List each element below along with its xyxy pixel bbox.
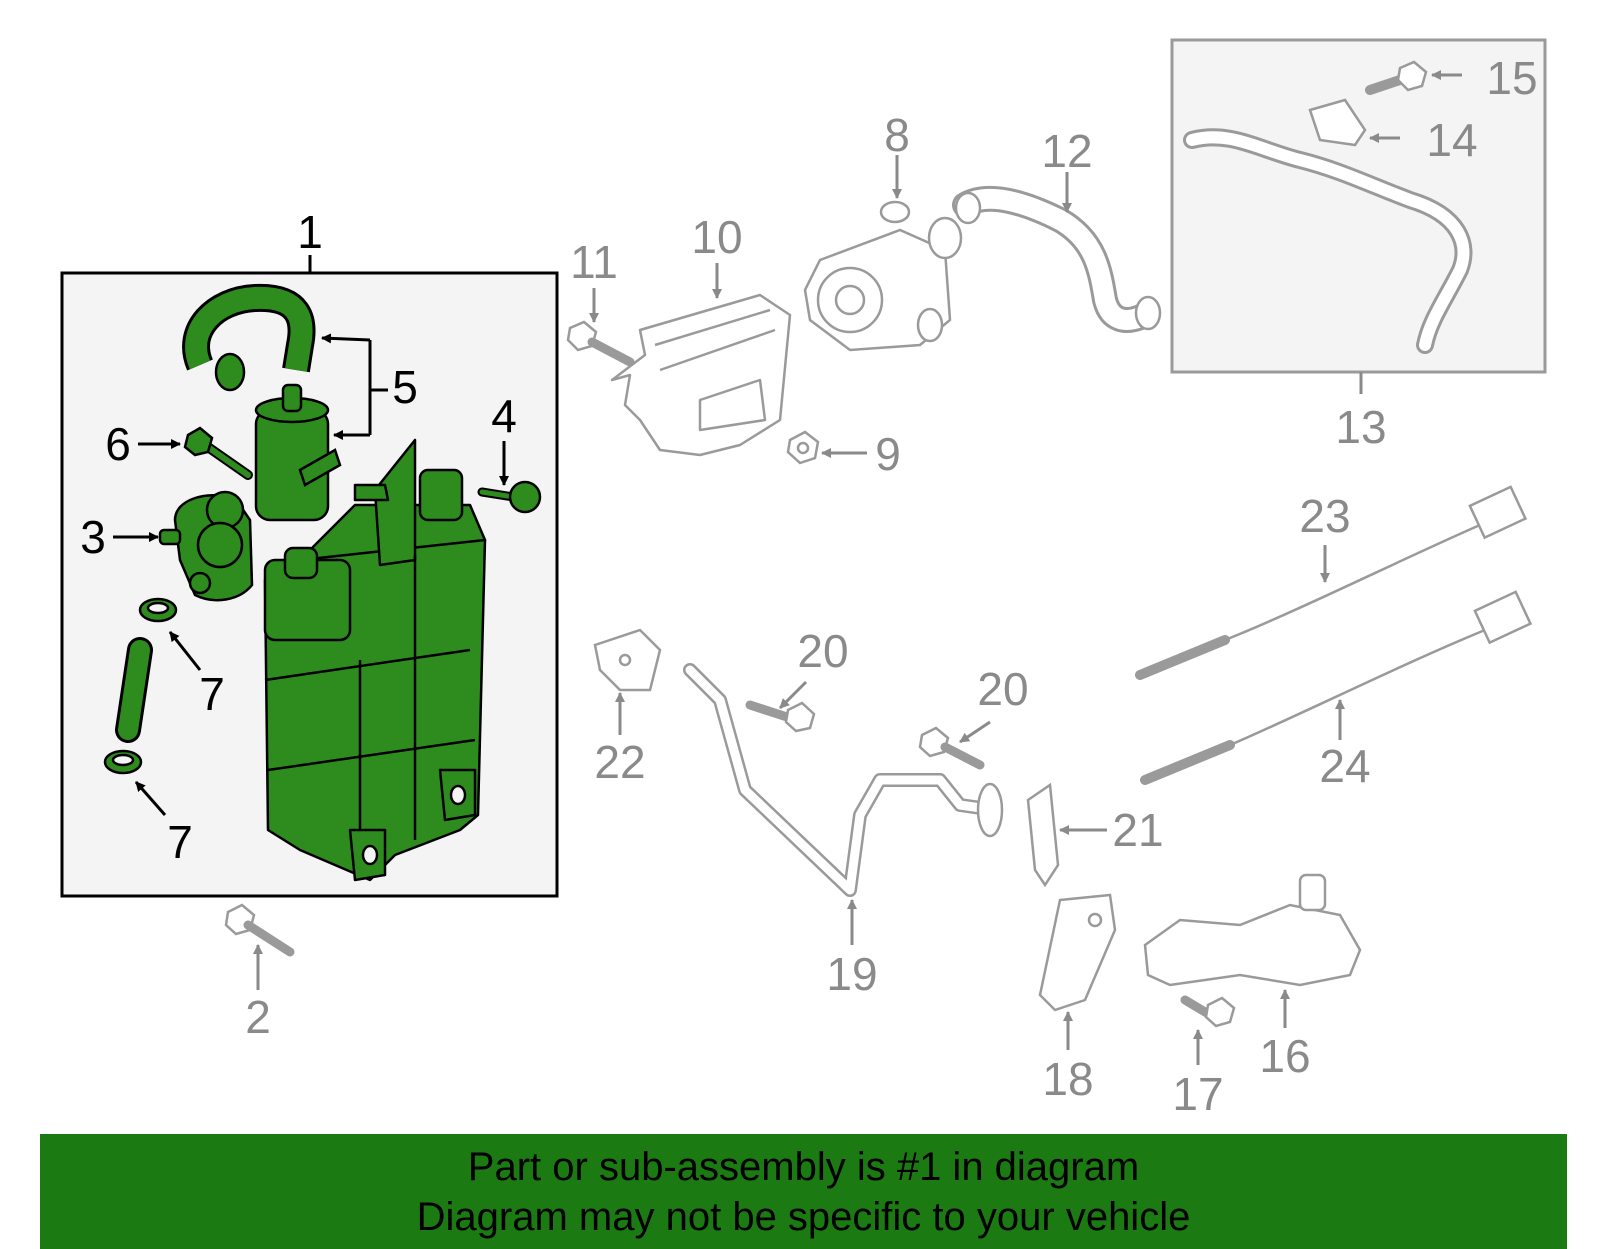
bolt-20-right: [918, 726, 985, 770]
callout-10: 10: [691, 211, 742, 263]
callout-12: 12: [1041, 125, 1092, 177]
gasket-14: [1308, 98, 1367, 147]
bolt-6: [183, 426, 253, 480]
o2-sensor-24: [1140, 590, 1533, 785]
callout-4: 4: [491, 390, 517, 442]
callout-6: 6: [105, 418, 131, 470]
small-hose: [115, 637, 153, 743]
water-pump-8: [803, 200, 963, 352]
hose-clamp-lower: [103, 749, 143, 775]
callout-16: 16: [1259, 1030, 1310, 1082]
callout-11: 11: [570, 236, 618, 288]
gasket-18: [1038, 893, 1117, 1012]
footer-line-1: Part or sub-assembly is #1 in diagram: [467, 1145, 1140, 1189]
callout-5: 5: [392, 361, 418, 413]
egr-cooler-16: [1143, 873, 1362, 987]
callout-3: 3: [80, 511, 106, 563]
bracket-21: [1026, 782, 1060, 888]
callout-14: 14: [1426, 114, 1477, 166]
callout-17: 17: [1172, 1068, 1223, 1120]
nut-9: [786, 430, 820, 465]
callout-2: 2: [245, 991, 271, 1043]
bracket-22: [593, 628, 662, 692]
callout-20-left: 20: [797, 625, 848, 677]
kit-box-13: [1170, 38, 1547, 374]
callout-8: 8: [884, 109, 910, 161]
o2-sensor-23: [1135, 485, 1528, 680]
callout-13: 13: [1335, 401, 1386, 453]
evap-canister: [263, 438, 487, 882]
bolt-17: [1180, 995, 1236, 1028]
bolt-2: [224, 903, 295, 957]
hose-clamp-upper: [138, 597, 178, 623]
bolt-15: [1365, 60, 1428, 95]
vent-filter: [254, 383, 342, 522]
hose-12: [952, 185, 1162, 333]
callout-24: 24: [1319, 740, 1370, 792]
leader-lines-grey: [253, 70, 1462, 1065]
callout-22: 22: [594, 736, 645, 788]
footer-line-2: Diagram may not be specific to your vehi…: [416, 1195, 1191, 1239]
callout-20-right: 20: [977, 663, 1028, 715]
callout-19: 19: [826, 948, 877, 1000]
bolt-4: [477, 480, 542, 514]
callout-18: 18: [1042, 1053, 1093, 1105]
callout-1: 1: [297, 206, 323, 258]
footer-banner: Part or sub-assembly is #1 in diagram Di…: [40, 1134, 1567, 1249]
vent-hose: [182, 283, 316, 392]
callout-21: 21: [1112, 804, 1163, 856]
callout-9: 9: [875, 428, 901, 480]
purge-valve: [158, 490, 254, 602]
bracket-10: [610, 293, 792, 457]
callout-7-upper: 7: [199, 668, 225, 720]
bolt-11: [566, 320, 635, 367]
callout-7-lower: 7: [167, 816, 193, 868]
callout-23: 23: [1299, 490, 1350, 542]
callout-15: 15: [1486, 52, 1537, 104]
leader-lines-dark: [113, 333, 509, 816]
breather-hose: [1183, 128, 1473, 354]
bolt-20-left: [745, 700, 816, 733]
pipe-19: [683, 663, 1004, 897]
callout-labels: 1 5 6 4 3 7 7 2 11 10 8 9 12 13 15 14 23…: [80, 52, 1537, 1120]
